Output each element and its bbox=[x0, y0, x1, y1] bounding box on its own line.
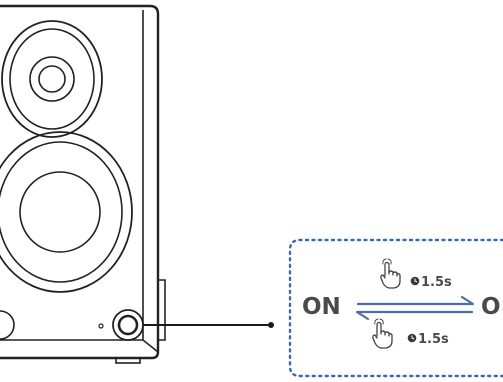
indicator-led bbox=[98, 323, 104, 329]
speaker-front-bottom-edge bbox=[0, 339, 159, 353]
state-on-label: ON bbox=[302, 294, 341, 320]
tweeter bbox=[1, 20, 103, 138]
hand-press-icon bbox=[380, 258, 401, 289]
callout-connector bbox=[143, 322, 274, 328]
speaker-cabinet bbox=[0, 4, 160, 360]
hand-press-icon bbox=[372, 318, 393, 349]
state-off-label: O bbox=[481, 294, 501, 320]
power-button bbox=[112, 309, 144, 341]
bottom-hold-duration: 1.5s bbox=[418, 332, 449, 347]
toggle-arrows bbox=[355, 295, 475, 321]
speaker-illustration bbox=[0, 4, 166, 364]
clock-icon bbox=[410, 276, 420, 286]
speaker-foot bbox=[115, 357, 141, 364]
side-jack bbox=[158, 279, 166, 341]
power-toggle-content: ON 1.5s O bbox=[302, 258, 501, 349]
callout-frame bbox=[288, 238, 503, 378]
woofer bbox=[0, 131, 133, 293]
volume-knob bbox=[0, 310, 15, 340]
top-hold-duration: 1.5s bbox=[421, 275, 452, 290]
clock-icon bbox=[407, 333, 417, 343]
